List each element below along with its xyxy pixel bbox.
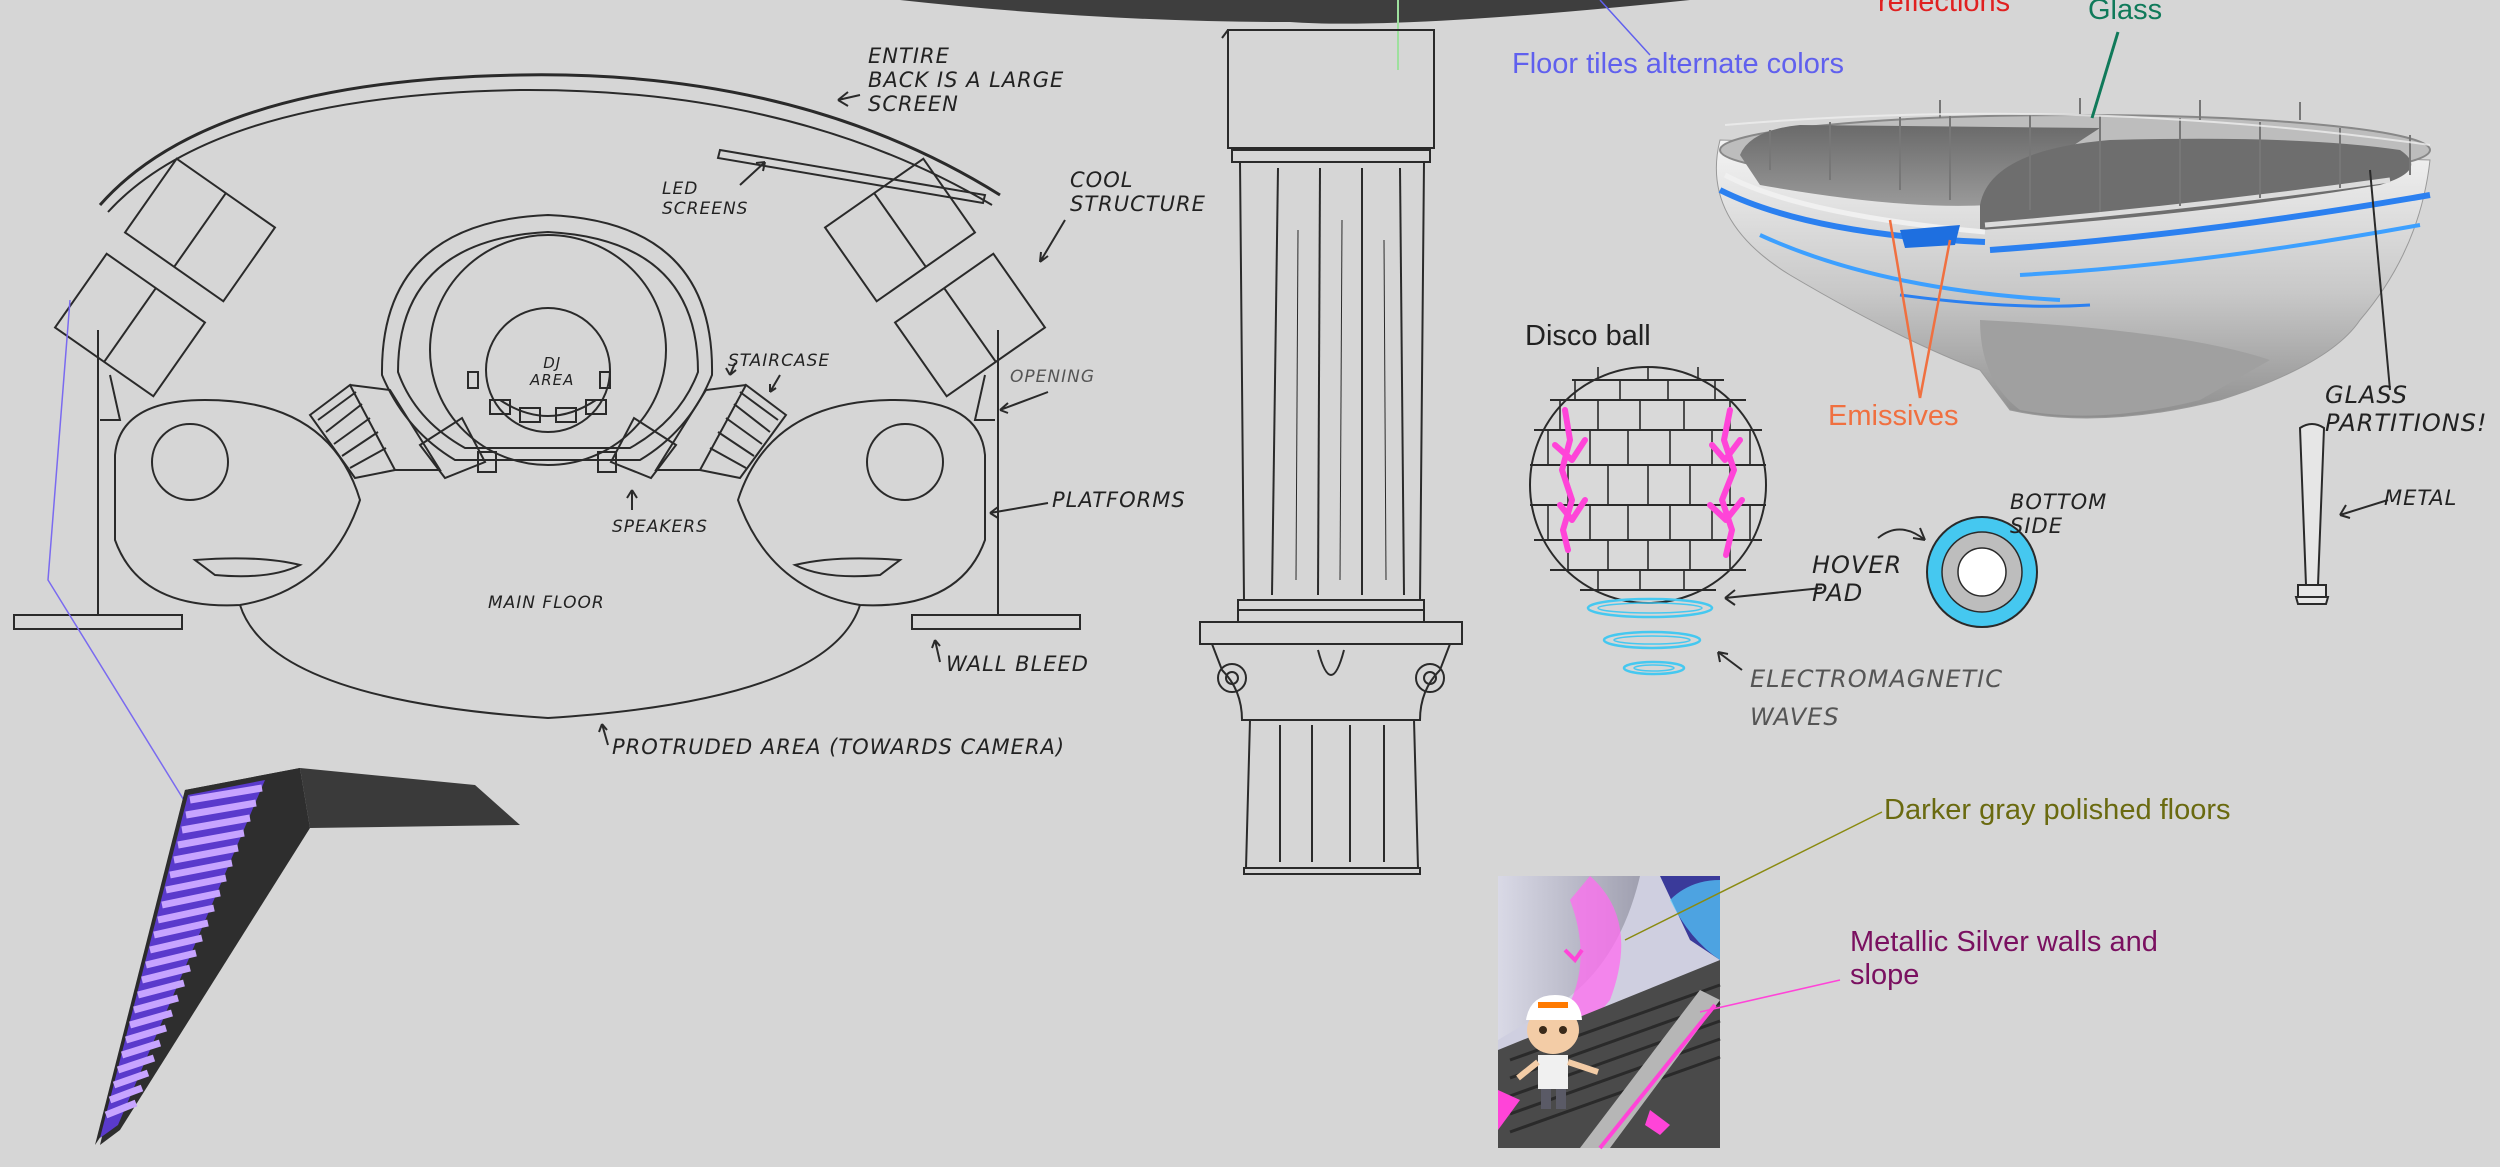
hover-pad-label: HOVER PAD [1812,551,1903,607]
disco-ball-label: Disco ball [1525,320,1651,352]
reflections-label: reflections [1878,0,2011,18]
metal-label: METAL [2384,486,2458,510]
column-sketch [1199,29,1463,875]
glass-label: Glass [2088,0,2163,26]
disco-pink-streaks [1552,407,1745,558]
emissives-label: Emissives [1828,400,1959,432]
glass-partitions-label: GLASS PARTITIONS! [2325,381,2488,437]
electromagnetic-waves-label: ELECTROMAGNETIC WAVES [1750,665,2004,732]
protruded-area-label: PROTRUDED AREA (TOWARDS CAMERA) [612,735,1066,759]
back-screen-note: ENTIRE BACK IS A LARGE SCREEN [868,44,1065,117]
opening-label: OPENING [1010,367,1095,387]
stage-sketch [13,73,1081,746]
bottom-side-label: BOTTOM SIDE [2010,490,2108,539]
main-floor-label: MAIN FLOOR [488,593,605,613]
game-screenshot [1498,876,1721,1150]
staircase-label: STAIRCASE [728,351,831,371]
hover-pad-bottom [1926,516,2038,628]
led-screens-label: LED SCREENS [662,179,749,219]
led-structure [95,768,520,1145]
dj-area-label: DJ AREA [530,354,575,390]
wall-bleed-label: WALL BLEED [946,652,1089,676]
metal-post [2294,423,2389,605]
cool-structure-label: COOL STRUCTURE [1070,168,1206,217]
floor-tiles-label: Floor tiles alternate colors [1512,48,1845,80]
electromagnetic-waves [1586,597,1714,676]
bowl-render [1715,98,2431,419]
speakers-label: SPEAKERS [612,517,708,537]
top-ceiling-shape [900,0,1690,24]
darker-floors-label: Darker gray polished floors [1884,794,2231,826]
platforms-label: PLATFORMS [1052,488,1186,512]
metallic-walls-label: Metallic Silver walls and slope [1850,926,2158,992]
